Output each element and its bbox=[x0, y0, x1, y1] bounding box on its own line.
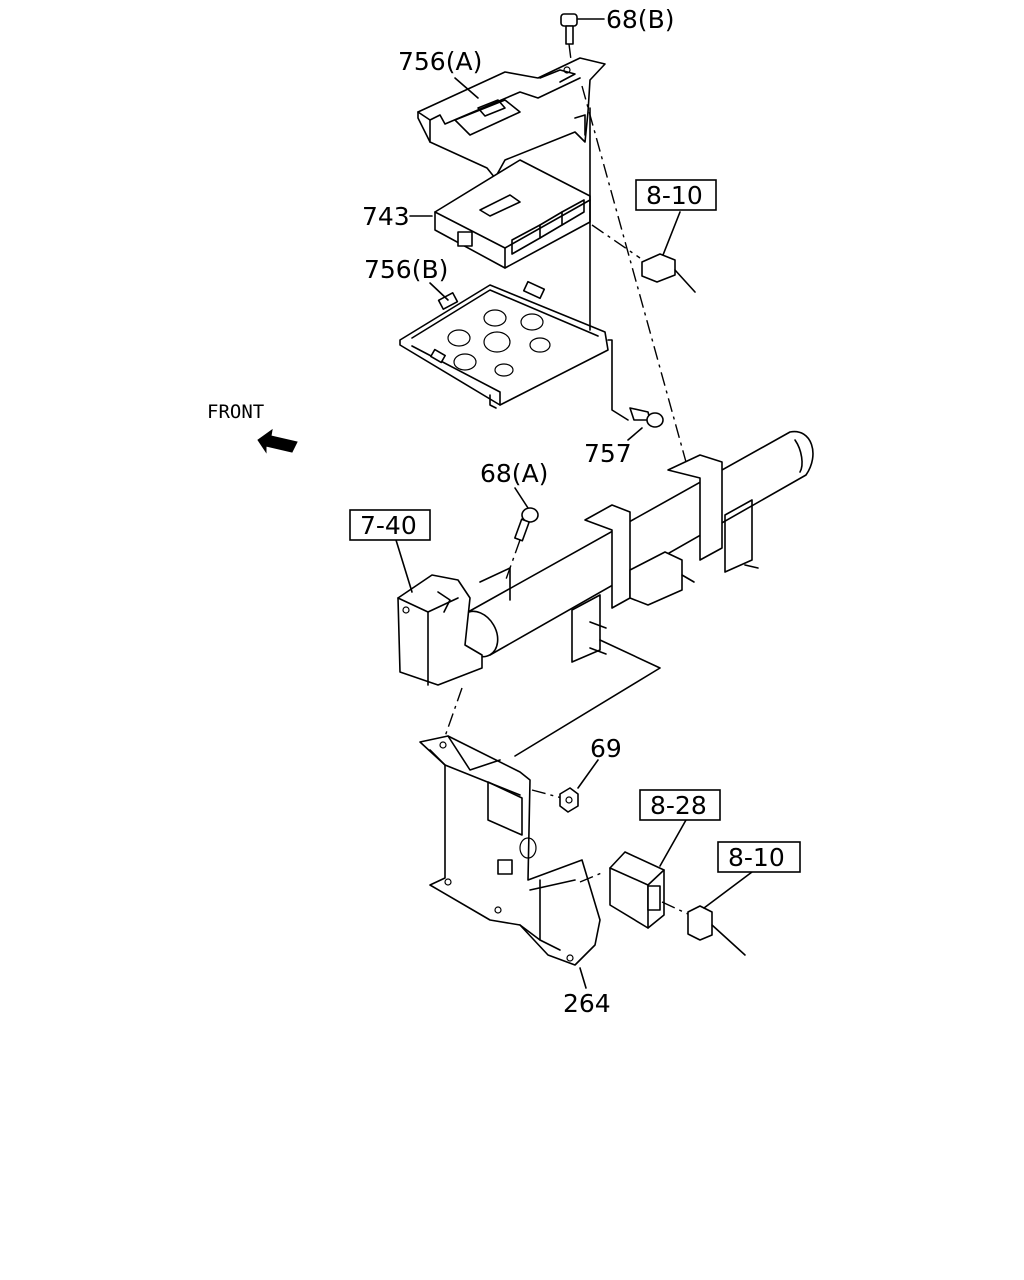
bolt-757 bbox=[629, 407, 664, 428]
upper-bracket-756a bbox=[417, 57, 606, 193]
mounting-block-7-40 bbox=[397, 574, 483, 686]
connector-plug-bottom bbox=[687, 871, 753, 956]
callout-264: 264 bbox=[563, 989, 611, 1018]
ref-label-8-28: 8-28 bbox=[650, 791, 707, 820]
ref-box-8-10-top[interactable] bbox=[635, 179, 717, 211]
callout-69: 69 bbox=[590, 734, 622, 763]
ref-box-7-40[interactable] bbox=[349, 509, 431, 541]
ref-box-8-10-bottom[interactable] bbox=[717, 841, 801, 873]
ref-label-8-10-top: 8-10 bbox=[646, 181, 703, 210]
front-direction-label: FRONT bbox=[207, 401, 264, 423]
callout-757: 757 bbox=[584, 439, 632, 468]
callout-68a: 68(A) bbox=[480, 459, 548, 488]
ref-box-8-28[interactable] bbox=[639, 789, 721, 821]
connector-plug-top bbox=[641, 211, 696, 293]
ref-label-8-10-bottom: 8-10 bbox=[728, 843, 785, 872]
callout-68b: 68(B) bbox=[606, 5, 674, 34]
nut-69 bbox=[531, 787, 579, 813]
ref-label-7-40: 7-40 bbox=[360, 511, 417, 540]
callout-756a: 756(A) bbox=[398, 47, 482, 76]
callout-756b: 756(B) bbox=[364, 255, 448, 284]
lower-tray-756b bbox=[399, 280, 609, 409]
front-arrow-icon bbox=[257, 428, 298, 454]
bolt-68a bbox=[504, 507, 539, 583]
control-unit-743 bbox=[434, 159, 591, 269]
lower-bracket-264 bbox=[419, 735, 601, 966]
module-8-28 bbox=[579, 851, 665, 929]
bolt-68b bbox=[560, 13, 605, 69]
cross-member-beam bbox=[457, 430, 814, 663]
callout-743: 743 bbox=[362, 202, 410, 231]
